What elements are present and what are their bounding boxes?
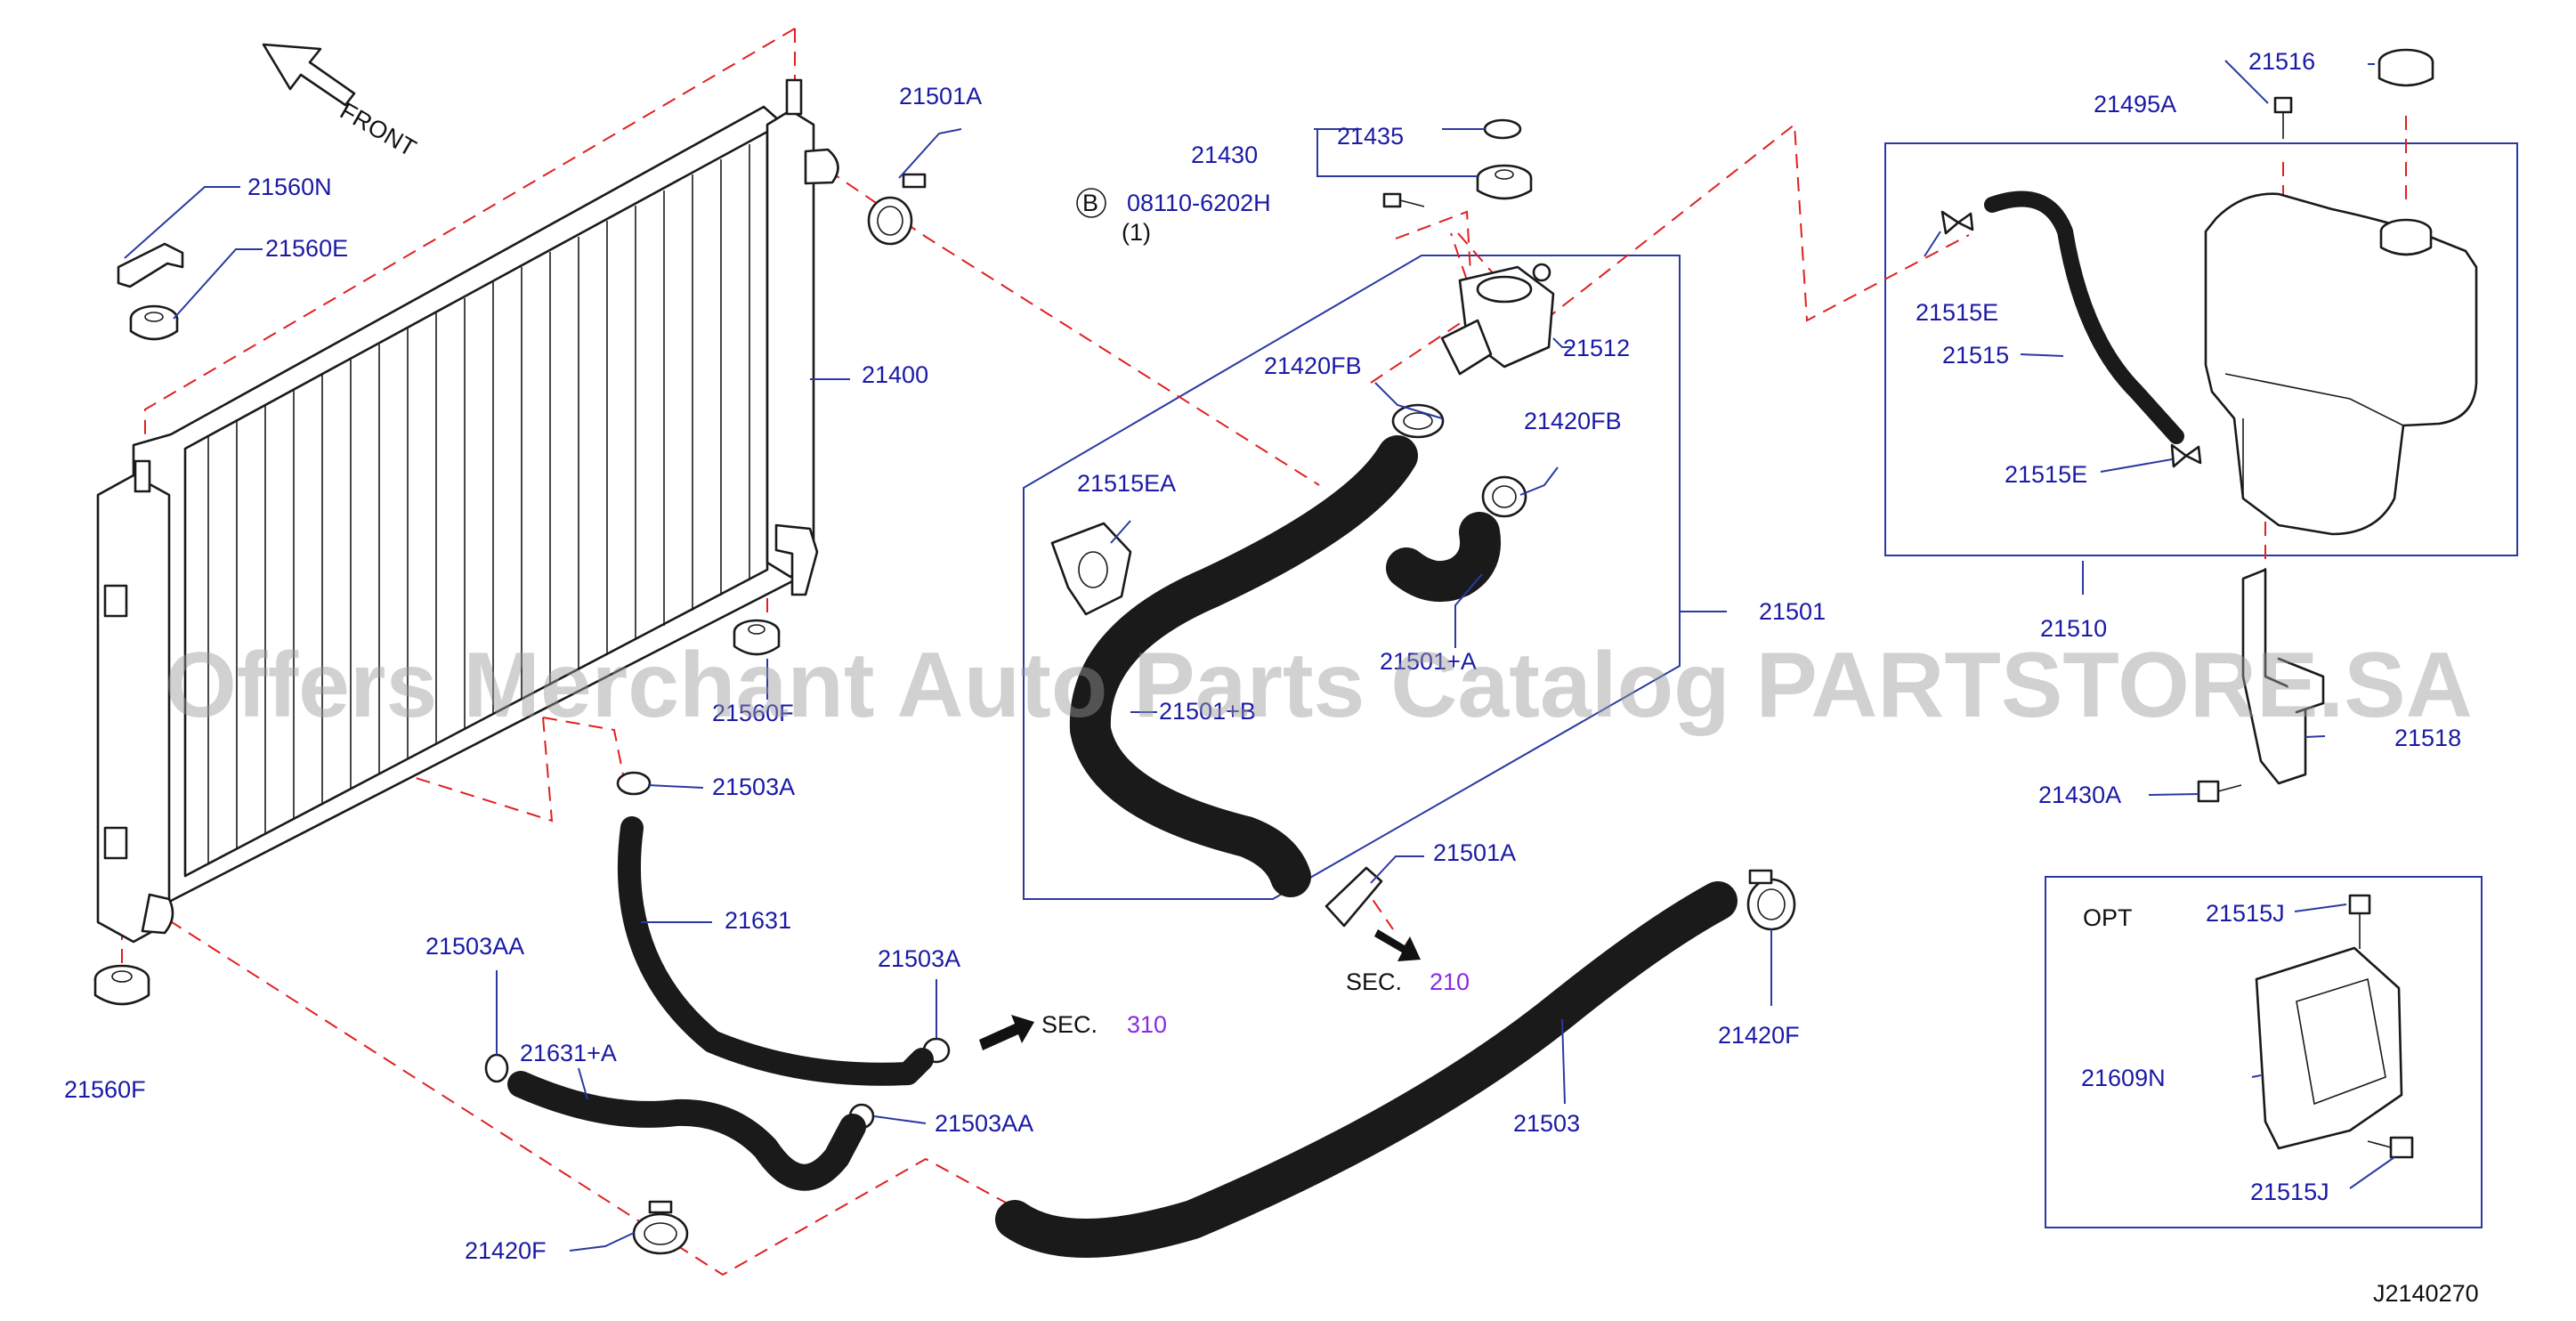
sec-210-link[interactable]: 210: [1430, 968, 1470, 995]
leader-lines: [124, 60, 2395, 1252]
label-21420FB-right: 21420FB: [1524, 408, 1622, 434]
bolt-callout-circle: [1076, 188, 1106, 218]
mount-21560F-bottom[interactable]: [93, 964, 150, 1006]
hose-21501A[interactable]: [1386, 512, 1501, 603]
bolt-21495A[interactable]: [2273, 96, 2293, 139]
mount-21560E[interactable]: [129, 304, 179, 341]
clamp-21515EA[interactable]: [1050, 522, 1132, 616]
reservoir-assembly-box: [1884, 142, 2518, 556]
bolt-21515J-bottom[interactable]: [2367, 1136, 2414, 1159]
label-21503AA-right: 21503AA: [935, 1110, 1033, 1137]
hose-assembly-box: [1023, 255, 1681, 900]
watermark-text: Offers Merchant Auto Parts Catalog PARTS…: [165, 634, 2473, 737]
label-21430A: 21430A: [2038, 782, 2121, 808]
label-21503A-top: 21503A: [712, 774, 795, 800]
label-21560E: 21560E: [265, 235, 348, 262]
label-21501A-top: 21501A: [899, 83, 982, 109]
label-21503A-right: 21503A: [878, 945, 960, 972]
label-21430: 21430: [1191, 142, 1258, 168]
sec-310-arrow-icon: [979, 1015, 1034, 1050]
bracket-21518[interactable]: [2241, 568, 2325, 785]
label-21516: 21516: [2248, 48, 2315, 75]
label-21631: 21631: [725, 907, 791, 934]
hose-21631A[interactable]: [507, 1071, 866, 1191]
label-21501A-hose: 21501+A: [1380, 648, 1477, 675]
label-21501A-bottom: 21501A: [1433, 839, 1516, 866]
label-21495A: 21495A: [2094, 91, 2176, 118]
label-21510: 21510: [2040, 615, 2107, 642]
seal-21435[interactable]: [1483, 118, 1522, 140]
label-21503AA-left: 21503AA: [425, 933, 524, 960]
sec-310-prefix: SEC.: [1041, 1011, 1098, 1038]
clip-21515E-top[interactable]: [1940, 210, 1974, 235]
label-bolt-code: 08110-6202H: [1127, 190, 1271, 216]
bolt-21430A[interactable]: [2197, 780, 2242, 803]
label-21420F-left: 21420F: [465, 1237, 547, 1264]
front-label: FRONT: [336, 97, 421, 161]
hose-21503[interactable]: [995, 881, 1738, 1258]
label-21420FB-left: 21420FB: [1264, 353, 1362, 379]
label-21501B: 21501+B: [1159, 698, 1256, 725]
option-box: [2045, 876, 2483, 1228]
clamp-21420FB-left[interactable]: [1391, 403, 1445, 439]
label-opt: OPT: [2083, 904, 2133, 931]
hose-21501B[interactable]: [1069, 435, 1418, 897]
clamp-21420F-right[interactable]: [1746, 869, 1796, 931]
label-21503: 21503: [1513, 1110, 1580, 1137]
label-21400: 21400: [862, 361, 928, 388]
sec-210-prefix: SEC.: [1346, 968, 1402, 995]
clamp-21420FB-right[interactable]: [1481, 475, 1527, 518]
clamp-21501A-top[interactable]: [867, 173, 927, 246]
label-21515E-bottom: 21515E: [2005, 461, 2087, 488]
label-bolt-qty: (1): [1122, 219, 1151, 246]
label-21512: 21512: [1563, 335, 1630, 361]
radiator-21400[interactable]: [96, 78, 839, 944]
bolt-callout-letter: B: [1082, 190, 1098, 216]
reservoir-tank-21510[interactable]: [2204, 192, 2478, 536]
clamp-21503A-top[interactable]: [616, 771, 652, 796]
clamp-21503AA-left[interactable]: [484, 1053, 509, 1083]
thermostat-housing-21512[interactable]: [1440, 263, 1555, 376]
sec-210-arrow-icon: [1374, 929, 1421, 961]
cap-21430[interactable]: [1476, 164, 1533, 200]
diagram-code: J2140270: [2373, 1280, 2479, 1307]
label-21515J-bottom: 21515J: [2250, 1179, 2329, 1205]
label-21515: 21515: [1942, 342, 2009, 369]
bracket-21609N[interactable]: [2255, 946, 2403, 1150]
front-arrow-icon: [262, 43, 356, 107]
bolt-08110-6202H[interactable]: [1382, 192, 1425, 208]
clamp-21501A-bottom[interactable]: [1324, 866, 1383, 928]
mount-21560N[interactable]: [117, 242, 184, 288]
hose-21515[interactable]: [1984, 190, 2184, 444]
radiator-fins: [207, 144, 750, 863]
clamp-21420F-left[interactable]: [632, 1200, 689, 1255]
label-21501: 21501: [1759, 598, 1826, 625]
label-21631A: 21631+A: [520, 1040, 617, 1066]
label-21515EA: 21515EA: [1077, 470, 1176, 497]
reservoir-cap-21516[interactable]: [2378, 48, 2434, 87]
label-21435: 21435: [1337, 123, 1404, 150]
hose-21631[interactable]: [617, 816, 934, 1086]
label-21518: 21518: [2394, 725, 2461, 751]
label-21560F-bottom: 21560F: [64, 1076, 146, 1103]
label-21609N: 21609N: [2081, 1065, 2166, 1091]
label-21515J-top: 21515J: [2206, 900, 2285, 927]
label-21420F-right: 21420F: [1718, 1022, 1800, 1049]
clip-21515E-bottom[interactable]: [2170, 443, 2202, 468]
sec-310-link[interactable]: 310: [1127, 1011, 1167, 1038]
mount-21560F-mid[interactable]: [733, 619, 781, 656]
label-21560F-mid: 21560F: [712, 700, 794, 726]
label-21560N: 21560N: [247, 174, 332, 200]
label-21515E-top: 21515E: [1916, 299, 1998, 326]
bolt-21515J-top[interactable]: [2348, 894, 2371, 949]
